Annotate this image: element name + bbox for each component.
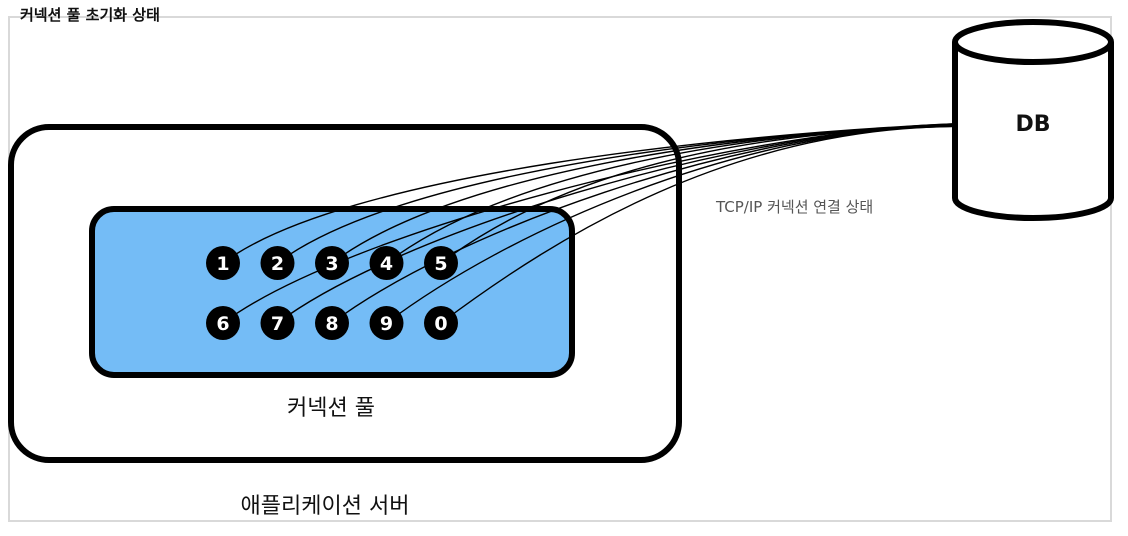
database-cylinder xyxy=(952,19,1114,221)
connection-line xyxy=(440,125,953,324)
connection-circle xyxy=(206,246,240,280)
connection-number: 5 xyxy=(434,253,447,275)
connection-pool-box xyxy=(89,206,575,378)
connection-circle xyxy=(315,306,349,340)
connection-number: 7 xyxy=(271,313,284,335)
tcp-connection-lines xyxy=(222,123,953,324)
connection-circle xyxy=(369,306,404,340)
connection-number: 8 xyxy=(325,313,338,335)
connection-number: 2 xyxy=(271,253,284,275)
connection-circle xyxy=(315,246,349,280)
connection-circle xyxy=(260,306,295,340)
application-server-label: 애플리케이션 서버 xyxy=(240,494,410,519)
connection-number: 4 xyxy=(380,253,393,275)
connection-circles: 1 2 3 4 5 6 7 8 9 0 xyxy=(206,246,458,340)
database-label: DB xyxy=(1015,112,1051,137)
connection-number: 1 xyxy=(216,253,229,275)
connection-circle xyxy=(369,246,404,280)
connection-circle xyxy=(260,246,295,280)
connection-number: 9 xyxy=(380,313,393,335)
connection-pool-label: 커넥션 풀 xyxy=(287,396,375,421)
connection-circle xyxy=(424,246,458,280)
connection-circle xyxy=(424,306,458,340)
tcp-connection-label: TCP/IP 커넥션 연결 상태 xyxy=(716,198,874,216)
connection-number: 0 xyxy=(434,313,447,335)
diagram-top-caption: 커넥션 풀 초기화 상태 xyxy=(20,6,160,24)
connection-circle xyxy=(206,306,240,340)
connection-number: 3 xyxy=(325,253,338,275)
connection-number: 6 xyxy=(216,313,229,335)
